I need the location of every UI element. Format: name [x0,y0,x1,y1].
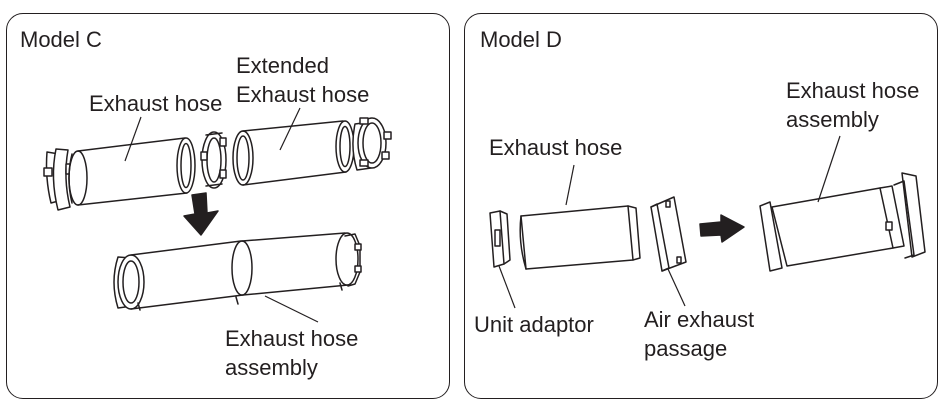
model-c-left-end-cap [44,149,72,210]
leader-c-extended-hose [280,108,300,150]
leader-d-assembly [818,136,840,202]
model-c-extended-hose-label-line1: Extended [236,53,329,78]
model-d-exhaust-hose-part [520,206,640,269]
model-d-title: Model D [480,27,562,52]
model-c-title: Model C [20,27,102,52]
model-d-exhaust-hose-label: Exhaust hose [489,135,623,160]
model-d-assembly-label: Exhaust hose assembly [786,76,919,134]
model-d-air-exhaust-passage [651,197,686,271]
leader-c-assembly [265,296,318,322]
model-d-assembly-label-line2: assembly [786,107,879,132]
model-d-unit-adaptor-label: Unit adaptor [474,312,594,337]
leader-d-air-exhaust [668,269,685,306]
leader-lines [125,108,840,322]
model-c-assembly-label-line1: Exhaust hose [225,326,359,351]
model-c-right-end-cap [353,118,391,170]
model-d-assembled-hose [760,173,925,271]
model-c-extended-hose-label-line2: Exhaust hose [236,82,370,107]
model-d-air-exhaust-label-line1: Air exhaust [644,307,755,332]
model-c-down-arrow [184,193,218,235]
leader-d-exhaust-hose [566,165,574,205]
model-c-assembly-label: Exhaust hose assembly [225,324,358,382]
model-d-right-arrow [700,215,744,242]
model-c-assembled-hose [114,233,361,310]
model-c-middle-connector [201,132,226,188]
model-c-assembly-label-line2: assembly [225,355,318,380]
model-c-extended-hose-part [233,121,354,185]
model-c-exhaust-hose-label: Exhaust hose [89,91,223,116]
leader-d-unit-adaptor [499,266,515,308]
leader-c-exhaust-hose [125,117,141,161]
model-c-panel [6,13,450,399]
model-d-assembly-label-line1: Exhaust hose [786,78,920,103]
model-c-extended-hose-label: Extended Exhaust hose [236,51,369,109]
model-d-air-exhaust-label-line2: passage [644,336,728,361]
model-d-unit-adaptor [490,211,510,267]
model-c-exhaust-hose-part [69,138,195,205]
model-d-air-exhaust-label: Air exhaust passage [644,305,754,363]
